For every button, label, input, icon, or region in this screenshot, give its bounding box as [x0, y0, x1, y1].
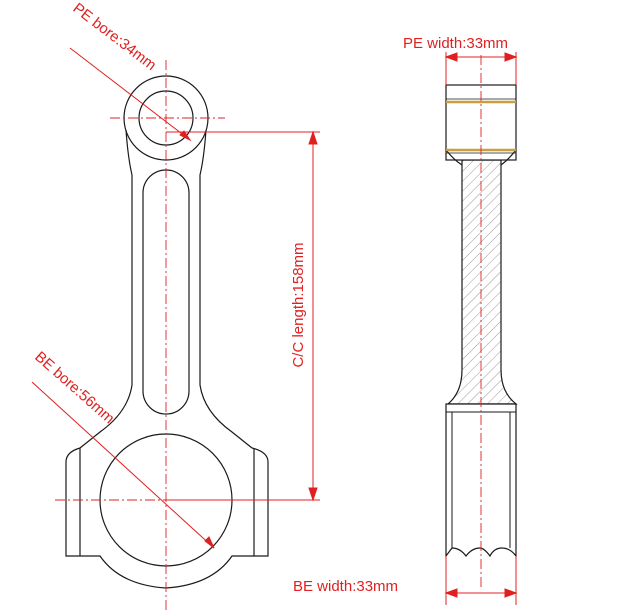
pe-width-label: PE width:33mm: [403, 35, 508, 52]
cc-arrow-bottom: [308, 487, 318, 502]
be-bore-label: BE bore:56mm: [31, 348, 117, 427]
pe-bore-label: PE bore:34mm: [70, 0, 160, 74]
be-width-arrow-left: [444, 588, 458, 598]
side-small-end-flare: [445, 149, 517, 166]
cc-arrow-top: [308, 130, 318, 145]
beam-outline: [79, 129, 253, 449]
big-end-outer: [65, 447, 269, 589]
front-centerlines: [55, 60, 285, 610]
pe-width-dimension: [444, 52, 518, 85]
pe-bore-arrow: [179, 130, 192, 142]
side-view: [445, 84, 518, 558]
cc-length-dimension: [166, 130, 320, 502]
be-bore-arrow: [204, 536, 215, 549]
pe-width-arrow-right: [504, 52, 518, 62]
be-width-arrow-right: [504, 588, 518, 598]
be-width-dimension: [444, 556, 518, 605]
side-big-end: [445, 403, 517, 558]
be-width-label: BE width:33mm: [293, 578, 398, 595]
be-bore-leader: [31, 381, 215, 549]
pe-width-arrow-left: [444, 52, 458, 62]
front-view: [65, 75, 269, 589]
pe-bore-leader: [69, 47, 191, 141]
bore-leaders: [31, 47, 215, 549]
side-beam-section: [446, 159, 518, 405]
cc-length-label: C/C length:158mm: [290, 242, 307, 367]
